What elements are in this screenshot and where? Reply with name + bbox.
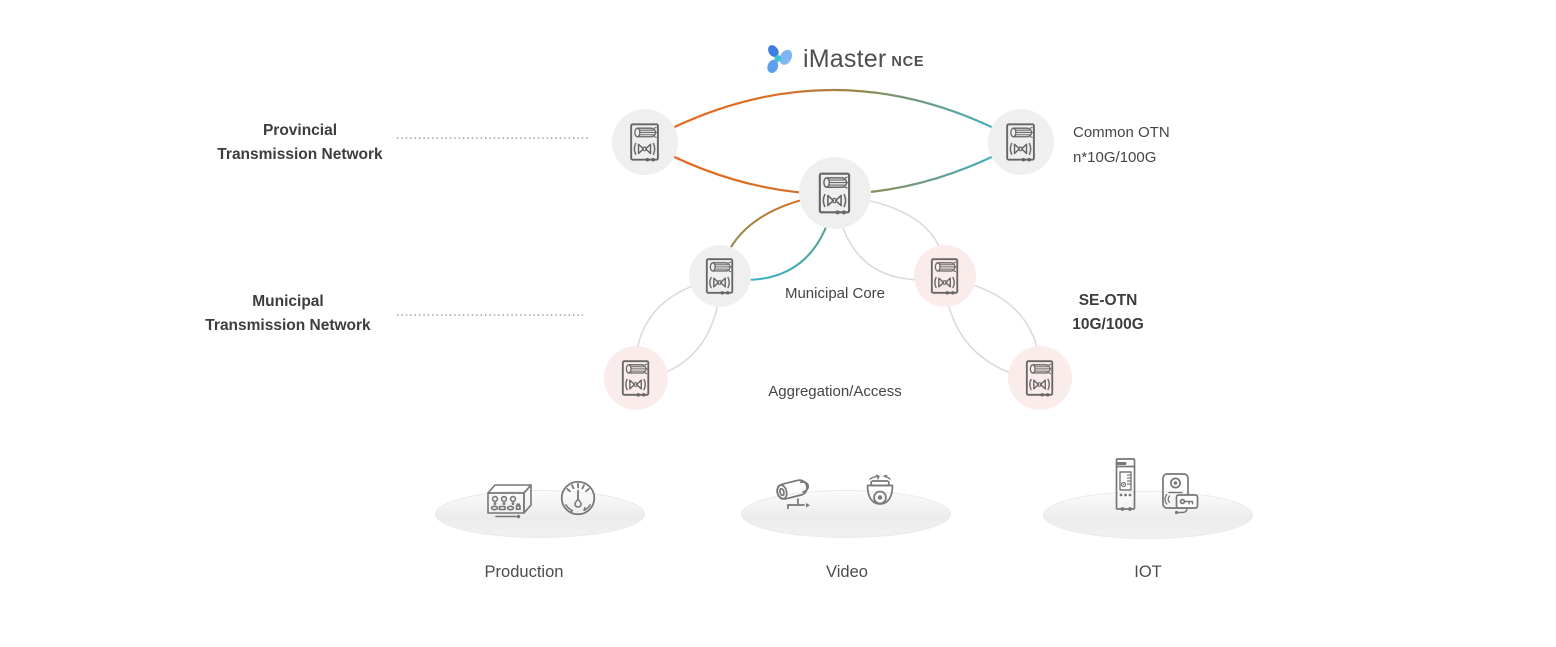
- access-control-icon: [1155, 470, 1203, 516]
- industrial-controller-icon: [481, 479, 539, 521]
- logo-suffix-text: NCE: [891, 53, 925, 70]
- municipal-core-otn-node: [799, 157, 871, 229]
- iot-platform-ellipse: [1043, 491, 1253, 539]
- provincial-otn-node-left: [612, 109, 678, 175]
- aggregation-access-label: Aggregation/Access: [768, 383, 902, 400]
- gauge-icon: [557, 477, 599, 519]
- iot-label: IOT: [1134, 563, 1162, 581]
- otn-device-icon: [925, 256, 965, 296]
- otn-device-icon: [1000, 121, 1042, 163]
- otn-device-icon: [616, 358, 656, 398]
- logo-brand-text: iMaster: [803, 44, 887, 73]
- imaster-nce-logo: iMaster NCE: [762, 42, 924, 76]
- otn-device-icon: [624, 121, 666, 163]
- municipal-network-label: Municipal Transmission Network: [205, 293, 371, 334]
- se-otn-label: SE-OTN 10G/100G: [1072, 292, 1144, 333]
- production-label: Production: [484, 563, 564, 581]
- otn-device-icon: [1020, 358, 1060, 398]
- production-platform-ellipse: [435, 490, 645, 538]
- municipal-otn-node-left: [689, 245, 751, 307]
- provincial-network-label: Provincial Transmission Network: [217, 122, 383, 163]
- municipal-core-label: Municipal Core: [784, 285, 886, 302]
- aggregation-otn-node-right: [1008, 346, 1072, 410]
- pinwheel-icon: [767, 45, 793, 73]
- aggregation-otn-node-left: [604, 346, 668, 410]
- smart-meter-icon: [1110, 456, 1140, 516]
- video-label: Video: [826, 563, 868, 581]
- dome-camera-icon: [858, 472, 902, 518]
- otn-device-icon: [700, 256, 740, 296]
- municipal-otn-node-right: [914, 245, 976, 307]
- cctv-camera-icon: [768, 474, 820, 518]
- provincial-otn-node-right: [988, 109, 1054, 175]
- otn-device-icon: [812, 170, 858, 216]
- video-platform-ellipse: [741, 490, 951, 538]
- common-otn-label: Common OTN n*10G/100G: [1073, 124, 1170, 166]
